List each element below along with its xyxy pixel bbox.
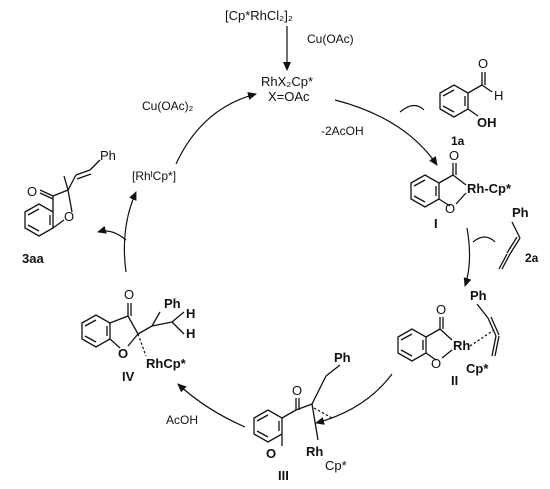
intermediate-II-oxygen: O [431, 356, 441, 371]
intermediate-III-phenyl: Ph [334, 350, 351, 365]
aldehyde-oxygen: O [478, 56, 488, 71]
compound-1a-label: 1a [451, 134, 465, 148]
intermediate-III-structure [253, 364, 341, 446]
intermediate-IV-structure [81, 303, 185, 357]
compound-3aa-label: 3aa [22, 251, 44, 266]
intermediate-I-structure [410, 163, 467, 208]
intermediate-I-oxygen: O [445, 201, 455, 216]
intermediate-IV-rh-cp: RhCp* [146, 356, 187, 371]
intermediate-II-rh: Rh [453, 338, 470, 353]
allene-2a-incoming-arrow [472, 236, 496, 243]
salicylaldehyde-1a-structure [439, 72, 493, 118]
intermediate-II-phenyl: Ph [470, 288, 487, 303]
intermediate-IV-label: IV [122, 369, 135, 384]
product-3aa-ring-oxygen: O [64, 209, 74, 224]
IV-to-rh-i-arrow [123, 191, 137, 273]
minus-acoh-label: -2AcOH [321, 124, 364, 138]
product-3aa-carbonyl-oxygen: O [27, 184, 37, 199]
intermediate-IV-phenyl: Ph [164, 296, 181, 311]
substrate-1a-incoming-arrow [399, 104, 425, 113]
intermediate-II-oxygen-carbonyl: O [436, 302, 446, 317]
intermediate-IV-hydrogen-2: H [186, 326, 195, 341]
intermediate-III-label: III [278, 468, 289, 483]
intermediate-I-oxygen-carbonyl: O [449, 148, 459, 163]
III-to-IV-arrow [177, 383, 246, 428]
intermediate-III-cp: Cp* [325, 458, 347, 473]
aldehyde-hydrogen: H [494, 88, 503, 103]
catalyst-x-definition: X=OAc [268, 89, 310, 104]
I-to-II-arrow [463, 227, 472, 287]
phenol-oh: OH [477, 115, 497, 130]
II-to-III-arrow [315, 373, 393, 425]
compound-2a-label: 2a [525, 251, 539, 265]
rh-i-species: [RhᴵCp*] [132, 169, 176, 183]
rh-dimer-precursor: [Cp*RhCl₂]₂ [225, 8, 293, 23]
cu-oac-label: Cu(OAc) [307, 32, 354, 46]
product-3aa-release-arrow [97, 225, 127, 241]
catalyst-to-I-arrow [334, 99, 438, 166]
acoh-label: AcOH [166, 413, 198, 427]
intermediate-III-rh: Rh [306, 444, 323, 459]
allene-2a-structure [498, 221, 521, 270]
product-3aa-structure [24, 159, 101, 237]
intermediate-IV-oxygen-ring: O [118, 346, 128, 361]
intermediate-II-label: II [451, 373, 458, 388]
intermediate-I-rh-cp: Rh-Cp* [467, 181, 512, 196]
catalyst-formula: RhX₂Cp* [261, 74, 313, 89]
intermediate-II-structure [397, 303, 500, 362]
intermediate-IV-oxygen-carbonyl: O [124, 287, 134, 302]
cu-oac2-label: Cu(OAc)₂ [142, 99, 194, 113]
intermediate-I-label: I [434, 216, 438, 231]
product-3aa-phenyl: Ph [100, 148, 116, 163]
intermediate-III-oxygen: O [266, 446, 276, 461]
intermediate-III-oxygen-carbonyl: O [292, 383, 302, 398]
intermediate-II-cp: Cp* [466, 361, 489, 376]
reoxidation-arrow [175, 92, 257, 165]
allene-phenyl: Ph [512, 205, 529, 220]
intermediate-IV-hydrogen-1: H [186, 306, 195, 321]
